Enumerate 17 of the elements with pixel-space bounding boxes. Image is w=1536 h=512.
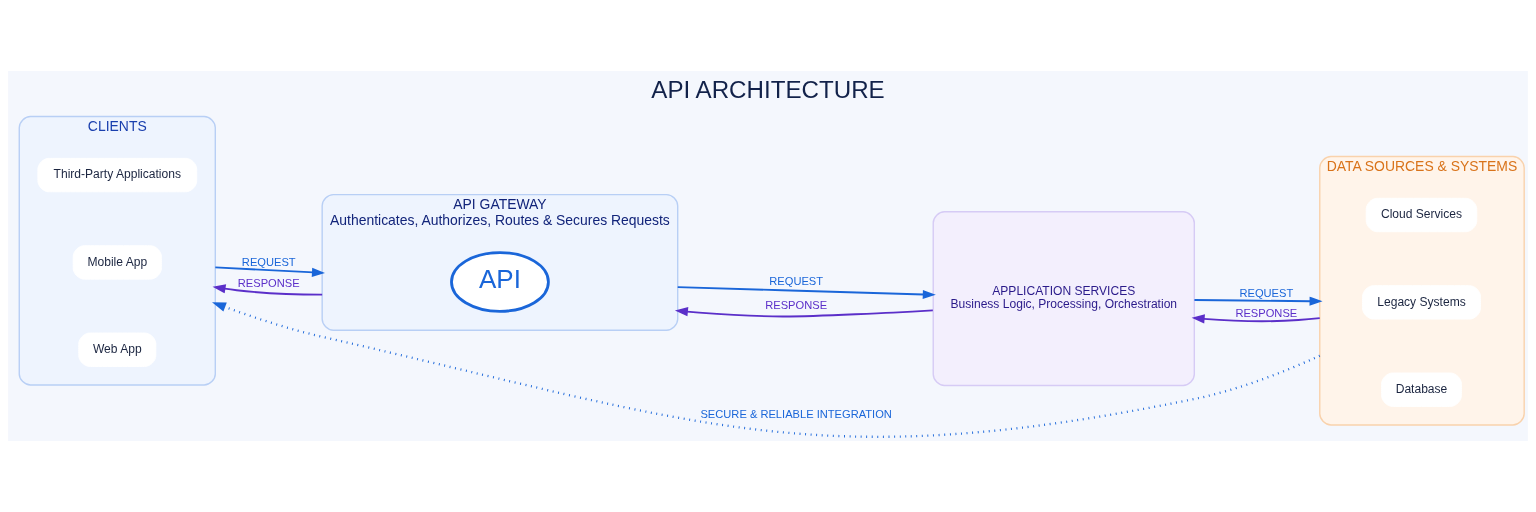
edge-label: SECURE & RELIABLE INTEGRATION <box>700 408 892 421</box>
arrow <box>1191 314 1321 324</box>
edge-label: RESPONSE <box>237 277 300 290</box>
arrow <box>214 266 325 277</box>
arrow <box>674 307 934 318</box>
edge-label: REQUEST <box>241 255 296 268</box>
node-ellipse: API <box>450 251 550 313</box>
edge-label: REQUEST <box>1239 287 1294 300</box>
arrow <box>1193 296 1323 306</box>
arrow <box>676 286 936 300</box>
node-box: APPLICATION SERVICES Business Logic, Processing, Orchestration <box>932 211 1195 387</box>
arrow <box>212 284 324 296</box>
edge-label: RESPONSE <box>765 299 828 312</box>
edge-label: RESPONSE <box>1235 306 1298 319</box>
arrow <box>212 302 1321 438</box>
diagram-title: API ARCHITECTURE <box>651 75 885 103</box>
edge-label: REQUEST <box>769 275 824 288</box>
